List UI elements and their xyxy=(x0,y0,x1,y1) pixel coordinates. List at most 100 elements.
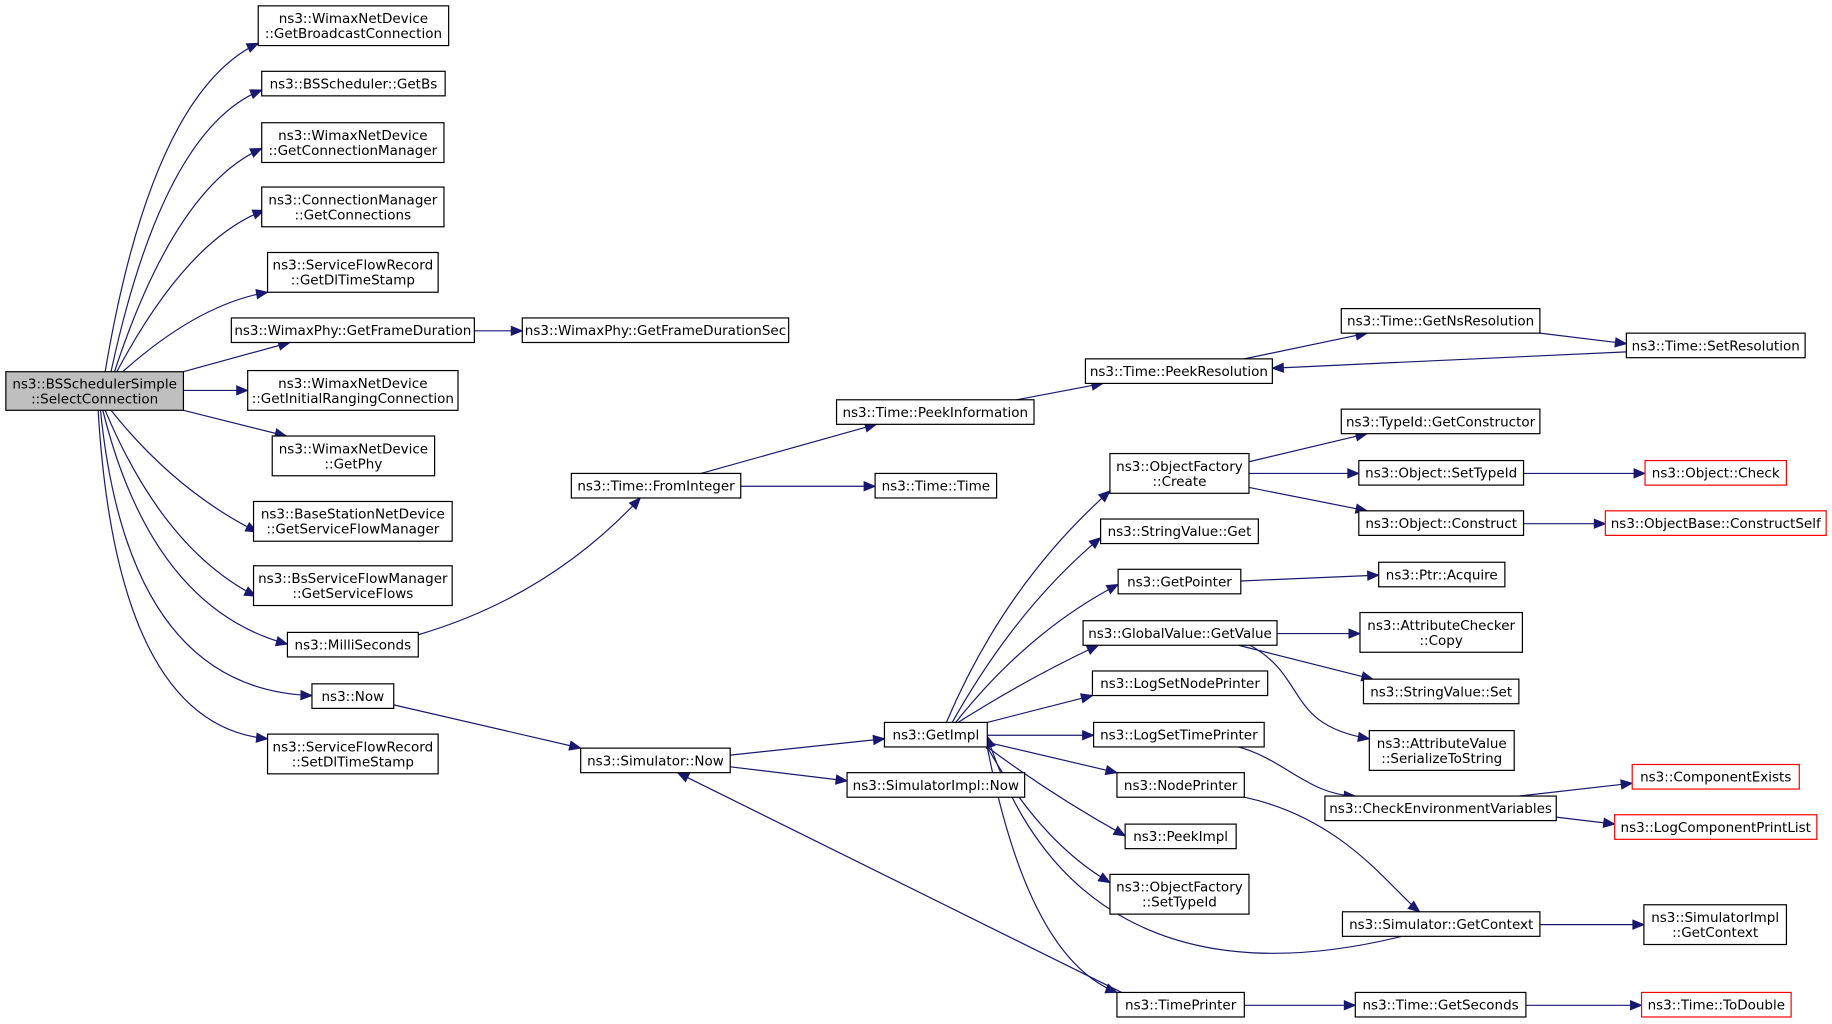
node-log-set-node-printer[interactable]: ns3::LogSetNodePrinter xyxy=(1091,670,1269,697)
node-now[interactable]: ns3::Now xyxy=(311,683,395,709)
node-type-id-get-constructor[interactable]: ns3::TypeId::GetConstructor xyxy=(1340,408,1541,435)
node-label: ns3::Time::PeekInformation xyxy=(842,405,1028,421)
node-box xyxy=(261,70,446,97)
node-get-phy[interactable]: ns3::WimaxNetDevice::GetPhy xyxy=(271,435,436,477)
node-string-value-get[interactable]: ns3::StringValue::Get xyxy=(1100,518,1259,545)
edge-root-to-get-connections xyxy=(116,209,265,373)
node-time-time[interactable]: ns3::Time::Time xyxy=(874,472,998,499)
node-get-connection-manager[interactable]: ns3::WimaxNetDevice::GetConnectionManage… xyxy=(261,122,445,164)
node-object-factory-create[interactable]: ns3::ObjectFactory::Create xyxy=(1109,452,1250,494)
node-time-to-double[interactable]: ns3::Time::ToDouble xyxy=(1640,991,1792,1018)
node-from-integer[interactable]: ns3::Time::FromInteger xyxy=(570,472,742,499)
node-box xyxy=(835,399,1035,425)
node-get-ns-resolution[interactable]: ns3::Time::GetNsResolution xyxy=(1340,308,1541,334)
edge-root-to-get-service-flows xyxy=(104,410,257,597)
edge-get-impl-to-node-printer xyxy=(987,741,1118,774)
node-peek-resolution[interactable]: ns3::Time::PeekResolution xyxy=(1084,358,1273,385)
node-node-printer[interactable]: ns3::NodePrinter xyxy=(1116,772,1245,798)
node-attribute-checker-copy[interactable]: ns3::AttributeChecker::Copy xyxy=(1359,611,1523,653)
node-box xyxy=(271,435,436,477)
node-box xyxy=(1109,452,1250,494)
node-time-printer[interactable]: ns3::TimePrinter xyxy=(1116,991,1245,1018)
node-construct-self[interactable]: ns3::ObjectBase::ConstructSelf xyxy=(1604,510,1827,536)
node-get-initial-ranging[interactable]: ns3::WimaxNetDevice::GetInitialRangingCo… xyxy=(247,369,459,411)
node-label: ::GetConnections xyxy=(295,207,412,223)
node-object-set-type-id[interactable]: ns3::Object::SetTypeId xyxy=(1358,459,1525,486)
node-object-construct[interactable]: ns3::Object::Construct xyxy=(1358,510,1525,536)
node-simulator-get-context[interactable]: ns3::Simulator::GetContext xyxy=(1341,911,1541,937)
edge-node-printer-to-simulator-get-context xyxy=(1244,796,1420,913)
node-log-set-time-printer[interactable]: ns3::LogSetTimePrinter xyxy=(1092,721,1265,748)
node-check-env-vars[interactable]: ns3::CheckEnvironmentVariables xyxy=(1324,795,1557,822)
node-simulator-impl-get-context[interactable]: ns3::SimulatorImpl::GetContext xyxy=(1643,904,1788,946)
node-box xyxy=(247,369,459,411)
node-label: ns3::GetImpl xyxy=(892,728,979,744)
edge-milli-seconds-to-from-integer xyxy=(418,497,641,636)
node-label: ns3::WimaxPhy::GetFrameDuration xyxy=(234,323,471,339)
node-time-get-seconds[interactable]: ns3::Time::GetSeconds xyxy=(1354,991,1527,1018)
node-label: ns3::ServiceFlowRecord xyxy=(273,258,434,274)
node-label: ns3::GetPointer xyxy=(1127,574,1232,590)
node-object-check[interactable]: ns3::Object::Check xyxy=(1644,459,1788,486)
edge-simulator-now-to-get-impl xyxy=(730,738,885,756)
node-get-service-flow-manager[interactable]: ns3::BaseStationNetDevice::GetServiceFlo… xyxy=(252,500,453,542)
node-root[interactable]: ns3::BSSchedulerSimple::SelectConnection xyxy=(5,371,185,411)
node-object-factory-set-type-id[interactable]: ns3::ObjectFactory::SetTypeId xyxy=(1109,873,1250,915)
node-label: ns3::BaseStationNetDevice xyxy=(261,507,445,523)
node-get-bs[interactable]: ns3::BSScheduler::GetBs xyxy=(261,70,446,97)
node-get-dl-time-stamp[interactable]: ns3::ServiceFlowRecord::GetDlTimeStamp xyxy=(266,251,439,293)
node-label: ns3::Object::Construct xyxy=(1365,516,1517,532)
node-peek-information[interactable]: ns3::Time::PeekInformation xyxy=(835,399,1035,425)
node-get-service-flows[interactable]: ns3::BsServiceFlowManager::GetServiceFlo… xyxy=(252,565,453,607)
arrowhead xyxy=(274,636,289,647)
arrowhead xyxy=(251,209,266,220)
node-log-component-print-list[interactable]: ns3::LogComponentPrintList xyxy=(1614,814,1818,840)
node-get-connections[interactable]: ns3::ConnectionManager::GetConnections xyxy=(261,186,445,228)
node-simulator-impl-now[interactable]: ns3::SimulatorImpl::Now xyxy=(846,772,1026,798)
node-global-value-get-value[interactable]: ns3::GlobalValue::GetValue xyxy=(1082,620,1278,646)
node-set-resolution[interactable]: ns3::Time::SetResolution xyxy=(1625,332,1806,359)
node-label: ns3::ObjectFactory xyxy=(1116,880,1243,896)
node-get-frame-duration-sec[interactable]: ns3::WimaxPhy::GetFrameDurationSec xyxy=(521,317,790,344)
node-label: ns3::SimulatorImpl xyxy=(1651,910,1779,926)
node-set-dl-time-stamp[interactable]: ns3::ServiceFlowRecord::SetDlTimeStamp xyxy=(266,733,439,775)
node-label: ns3::Now xyxy=(322,689,385,705)
node-box xyxy=(1124,823,1237,850)
edge-root-to-get-connection-manager xyxy=(113,147,262,372)
edge-root-to-milli-seconds xyxy=(102,410,288,645)
node-label: ns3::ObjectBase::ConstructSelf xyxy=(1611,516,1822,532)
node-get-impl[interactable]: ns3::GetImpl xyxy=(883,721,988,748)
node-label: ns3::BsServiceFlowManager xyxy=(258,571,448,587)
arrowhead xyxy=(1085,644,1100,655)
node-label: ::Copy xyxy=(1420,633,1463,649)
call-graph-nodes: ns3::BSSchedulerSimple::SelectConnection… xyxy=(5,5,1827,1018)
node-box xyxy=(252,500,453,542)
node-label: ::GetServiceFlows xyxy=(292,586,413,602)
node-box xyxy=(257,5,450,47)
arrowhead xyxy=(236,385,250,396)
node-label: ns3::ConnectionManager xyxy=(268,192,437,208)
node-attribute-value-serialize[interactable]: ns3::AttributeValue::SerializeToString xyxy=(1368,729,1515,771)
node-peek-impl[interactable]: ns3::PeekImpl xyxy=(1124,823,1237,850)
node-simulator-now[interactable]: ns3::Simulator::Now xyxy=(580,747,731,774)
node-box xyxy=(311,683,395,709)
node-component-exists[interactable]: ns3::ComponentExists xyxy=(1631,763,1800,790)
arrowhead xyxy=(249,89,263,100)
node-ptr-acquire[interactable]: ns3::Ptr::Acquire xyxy=(1378,561,1506,588)
node-label: ::SetDlTimeStamp xyxy=(292,754,414,770)
node-milli-seconds[interactable]: ns3::MilliSeconds xyxy=(286,631,419,658)
node-box xyxy=(1084,358,1273,385)
node-string-value-set[interactable]: ns3::StringValue::Set xyxy=(1362,678,1520,705)
node-box xyxy=(1368,729,1515,771)
arrowhead xyxy=(243,586,258,597)
arrowhead xyxy=(1097,490,1111,503)
arrowhead xyxy=(255,288,269,300)
node-label: ::SelectConnection xyxy=(31,391,158,407)
arrowhead xyxy=(1088,536,1102,550)
node-get-pointer[interactable]: ns3::GetPointer xyxy=(1117,568,1242,595)
node-label: ns3::TypeId::GetConstructor xyxy=(1346,414,1536,430)
node-get-broadcast-connection[interactable]: ns3::WimaxNetDevice::GetBroadcastConnect… xyxy=(257,5,450,47)
arrowhead xyxy=(1347,468,1361,479)
node-get-frame-duration[interactable]: ns3::WimaxPhy::GetFrameDuration xyxy=(230,317,475,344)
arrowhead xyxy=(1593,518,1607,529)
